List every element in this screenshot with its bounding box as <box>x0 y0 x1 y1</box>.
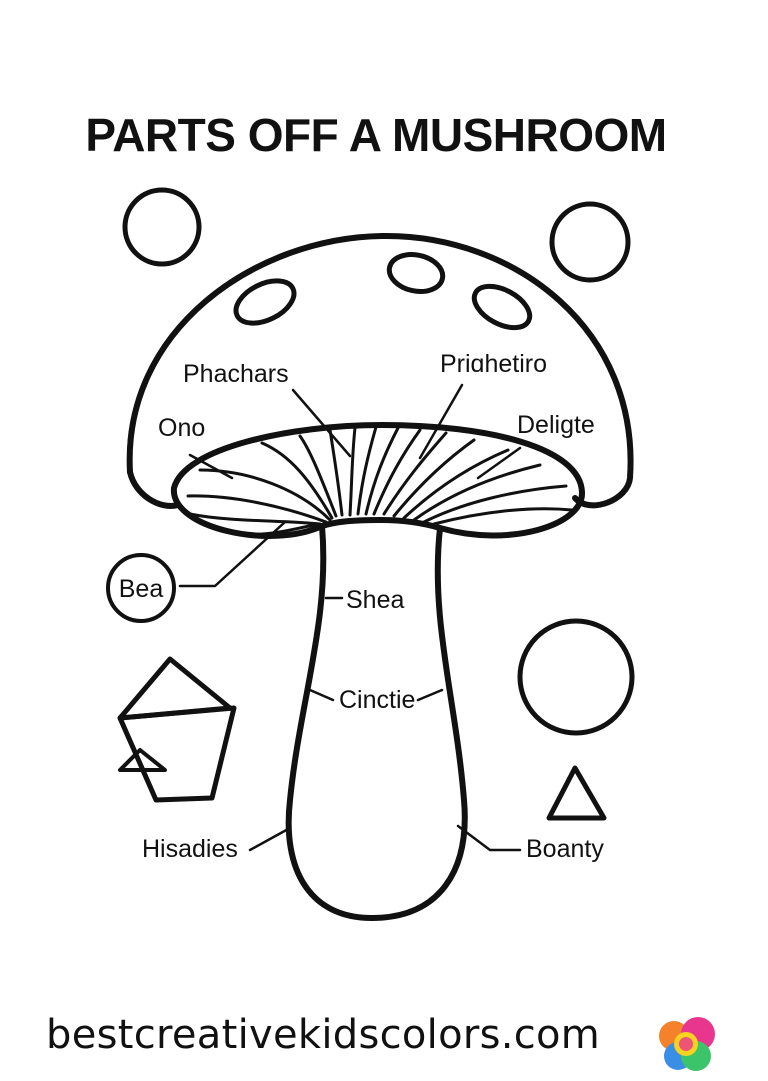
label-hisadies: Hisadies <box>142 835 238 863</box>
gill-lines <box>186 425 574 536</box>
website-url: bestcreativekidscolors.com <box>46 1012 601 1058</box>
label-prighetiro: Priɑhetiro <box>440 350 547 378</box>
label-shea: Shea <box>346 586 404 614</box>
rainbow-heart-logo-icon <box>659 1017 715 1071</box>
mushroom-gill-underside <box>170 422 586 539</box>
leader-lines <box>178 383 522 852</box>
mushroom-cap <box>126 232 634 509</box>
top-left-circle-shape <box>122 187 202 267</box>
label-boanty: Boanty <box>526 835 604 863</box>
cap-spot-3 <box>471 283 533 331</box>
cap-spot-2 <box>386 252 446 294</box>
label-cinctie: Cinctie <box>339 686 415 714</box>
mushroom-stem <box>285 523 468 921</box>
label-deligte: Deligte <box>517 411 595 439</box>
right-circle-shape <box>517 618 635 736</box>
folded-triangles-shape <box>117 656 237 803</box>
page-title: PARTS OFF A MUSHROOM <box>85 109 666 161</box>
label-bea-circle <box>106 553 176 623</box>
label-ono: Ono <box>158 414 205 442</box>
small-triangle-shape <box>546 765 607 821</box>
label-bea: Bea <box>119 575 164 603</box>
label-phachars: Phachars <box>183 360 289 388</box>
cap-spot-1 <box>233 278 297 326</box>
cap-left-edge <box>127 469 181 509</box>
top-right-circle-shape <box>549 201 631 283</box>
